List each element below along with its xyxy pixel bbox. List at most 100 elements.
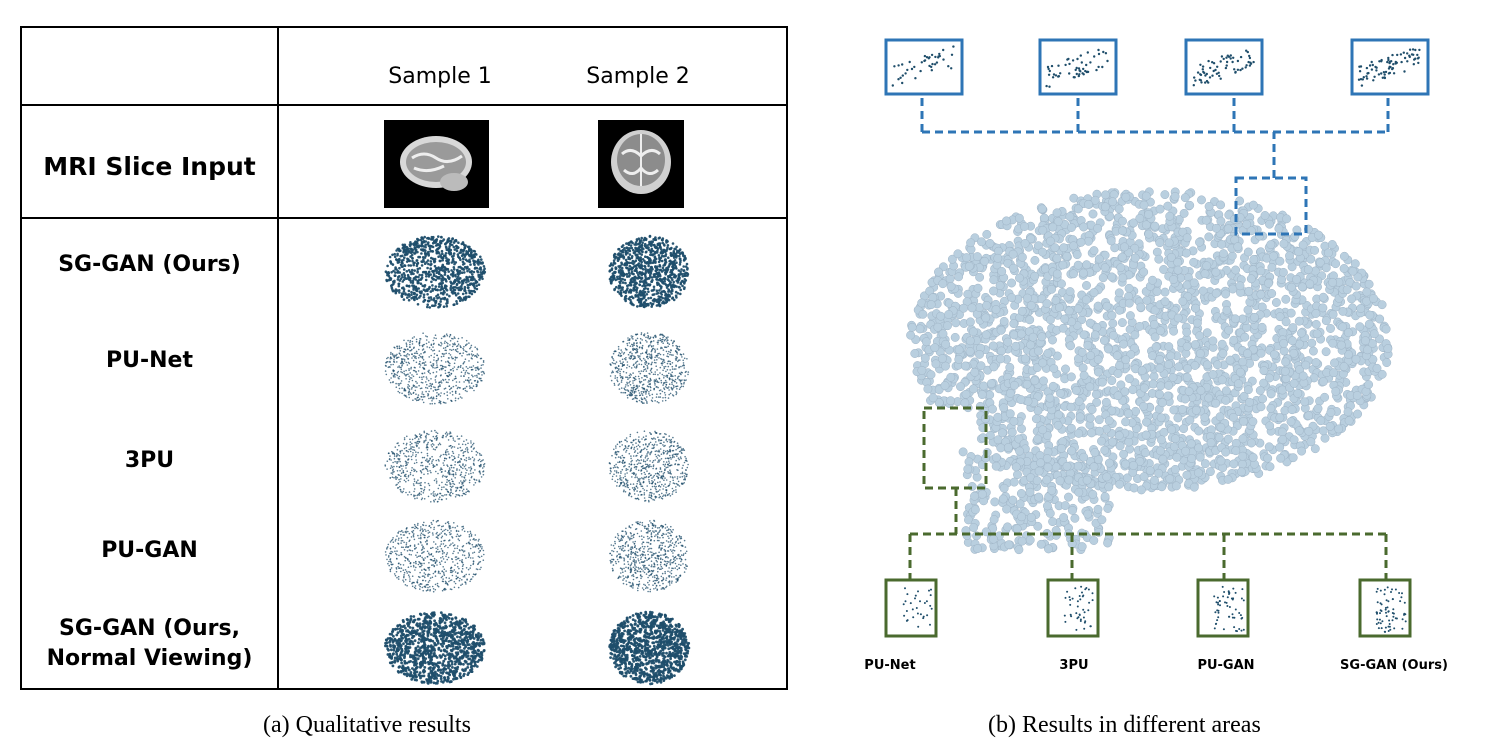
cloud-point (1077, 347, 1087, 357)
cloud-point (999, 316, 1009, 326)
zoom-point (1403, 601, 1406, 604)
cloud-point (1092, 397, 1102, 407)
zoom-point (1398, 592, 1401, 594)
zoom-point (901, 63, 904, 66)
cloud-point (1058, 260, 1068, 270)
cloud-point (1266, 403, 1276, 413)
cloud-point (965, 336, 975, 346)
cloud-point (946, 372, 956, 382)
zoom-point (1391, 67, 1395, 70)
cloud-point (1009, 319, 1019, 329)
zoom-point (891, 84, 894, 87)
cloud-point (1123, 409, 1133, 419)
cloud-point (1265, 462, 1275, 472)
cloud-point (968, 384, 978, 394)
cloud-point (1165, 474, 1175, 484)
cloud-point (1183, 364, 1192, 374)
zoom-point (1074, 68, 1077, 72)
zoom-point (1387, 67, 1391, 70)
zoom-point (1088, 601, 1091, 604)
cloud-point (1038, 247, 1047, 257)
zoom-point (1236, 68, 1240, 71)
cloud-point (1164, 342, 1174, 352)
cloud-point (947, 254, 957, 264)
cloud-point (1180, 193, 1190, 203)
zoom-point (1358, 70, 1362, 73)
cloud-point (1351, 354, 1361, 364)
zoom-point (1245, 64, 1248, 67)
cloud-point (980, 256, 990, 266)
cloud-point (1141, 220, 1151, 230)
cloud-point (1243, 305, 1253, 315)
cloud-point (1114, 431, 1124, 441)
cloud-point (928, 393, 938, 403)
cloud-point (1217, 339, 1227, 349)
zoom-point (1417, 56, 1420, 59)
cloud-point (1128, 385, 1138, 395)
cloud-point (1116, 263, 1126, 273)
cloud-point (1328, 277, 1338, 287)
cloud-point (1004, 540, 1014, 550)
cloud-point (1246, 274, 1256, 284)
cloud-point (931, 359, 941, 369)
cloud-point (1118, 273, 1128, 283)
zoom-point (927, 57, 930, 60)
zoom-point (1226, 605, 1229, 607)
zoom-point (1410, 53, 1414, 56)
cloud-point (1311, 358, 1321, 367)
zoom-point (1097, 65, 1100, 69)
cloud-point (1052, 208, 1062, 218)
cloud-point (967, 303, 977, 313)
cloud-point (1025, 487, 1035, 497)
zoom-point (1217, 601, 1219, 604)
zoom-point (1378, 60, 1381, 63)
cloud-point (1112, 351, 1122, 361)
cloud-point (960, 361, 970, 371)
cloud-point (1009, 380, 1019, 390)
cloud-point (1033, 521, 1043, 531)
cloud-point (1194, 426, 1204, 436)
zoom-box-bottom (1196, 578, 1250, 638)
zoom-point (1241, 588, 1244, 591)
cloud-point (1308, 346, 1318, 356)
zoom-point (1093, 55, 1096, 58)
cloud-point (1068, 505, 1077, 515)
cloud-point (1190, 361, 1200, 370)
zoom-point (1414, 48, 1417, 52)
cloud-point (1030, 271, 1040, 281)
cloud-point (1208, 370, 1218, 379)
cloud-point (1353, 409, 1363, 419)
zoom-point (922, 615, 925, 618)
cloud-point (1025, 535, 1035, 545)
cloud-point (1150, 221, 1160, 231)
zoom-point (1201, 65, 1205, 68)
zoom-point (1068, 62, 1071, 66)
zoom-point (1384, 70, 1388, 74)
cloud-point (1003, 443, 1013, 452)
cloud-point (1173, 265, 1183, 275)
cloud-point (1266, 389, 1276, 399)
cloud-point (1107, 310, 1117, 320)
zoom-point (910, 67, 914, 71)
cloud-point (999, 483, 1009, 493)
cloud-point (1089, 288, 1099, 298)
zoom-point (952, 45, 955, 48)
zoom-point (1078, 73, 1081, 76)
cloud-point (1163, 391, 1173, 401)
cloud-point (1157, 435, 1166, 445)
cloud-point (993, 253, 1003, 263)
cloud-point (1191, 303, 1201, 313)
caption-b: (b) Results in different areas (988, 712, 1261, 738)
cloud-point (1020, 239, 1030, 248)
cloud-point (1119, 449, 1129, 459)
cloud-point (1156, 413, 1166, 423)
zoom-point (929, 604, 932, 607)
cloud-point (1275, 413, 1285, 423)
cloud-point (1264, 373, 1274, 383)
cloud-point (1206, 438, 1216, 448)
cloud-point (1195, 349, 1205, 359)
zoom-point (1242, 599, 1245, 602)
cloud-point (1013, 470, 1022, 480)
cloud-point (1250, 312, 1259, 322)
cloud-point (1038, 358, 1048, 368)
